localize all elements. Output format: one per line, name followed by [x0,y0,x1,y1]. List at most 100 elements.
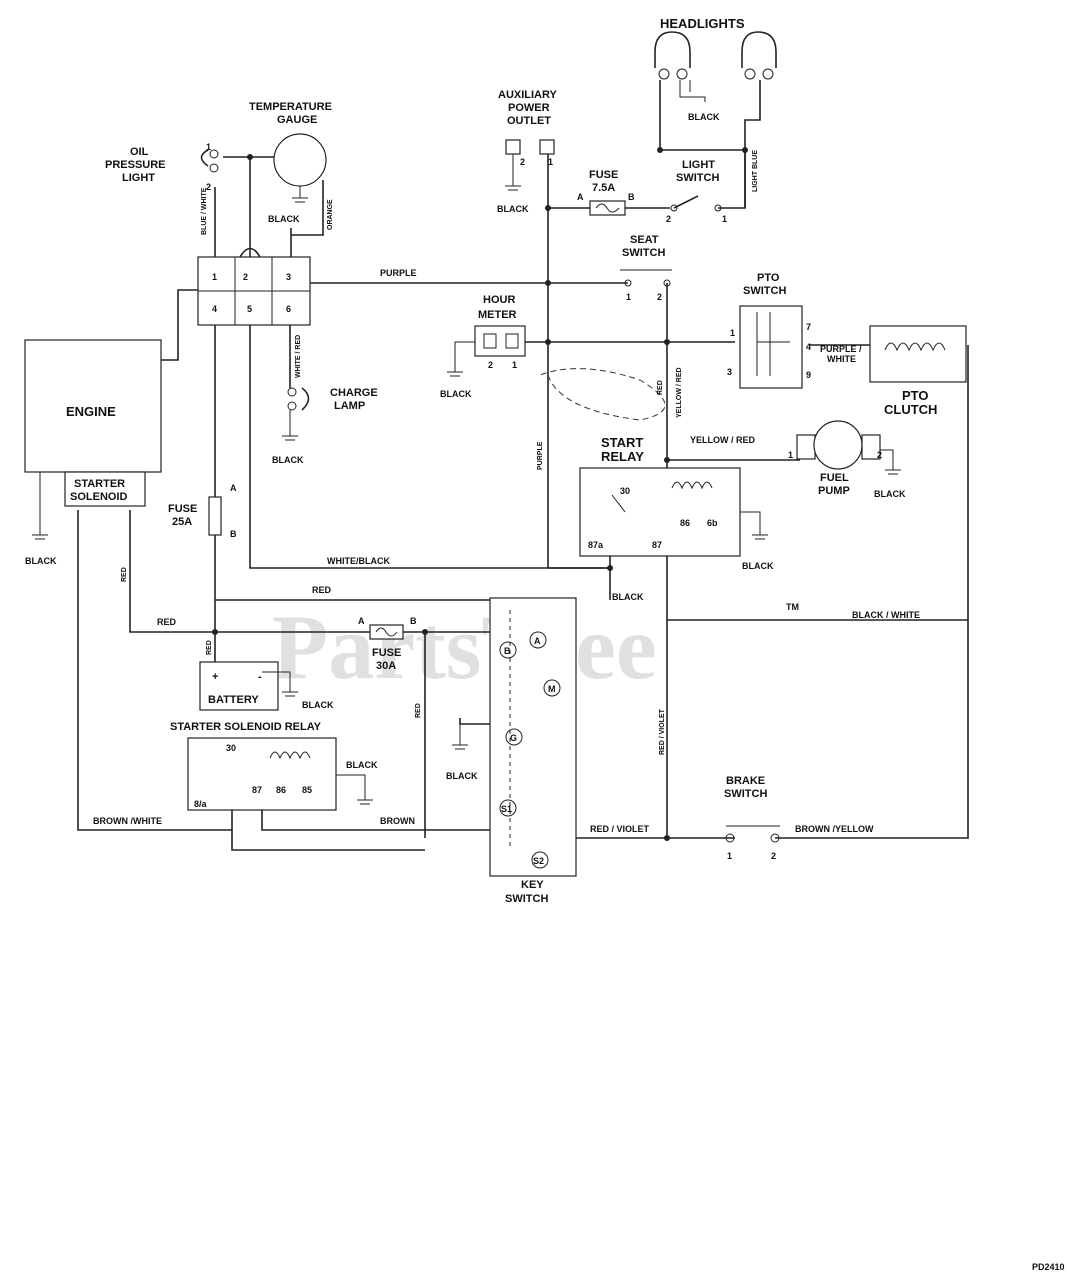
wire-label-purple-white-1: PURPLE / [820,344,862,354]
label-temp-1: TEMPERATURE [249,101,332,113]
label-charge-2: LAMP [334,400,365,412]
headlight-right [741,31,777,80]
aux-ground [505,154,521,191]
pin-light-2: 2 [666,214,671,224]
hour-ground [447,341,475,377]
wire-label-orange: ORANGE [327,199,334,230]
label-key-1: KEY [521,879,544,891]
pin-start-86: 86 [680,518,690,528]
label-lightsw-1: LIGHT [682,159,715,171]
wire-seat-pto [548,283,800,838]
start-relay-coil [671,481,713,490]
pin-srelay-87a: 8/a [194,799,208,809]
wire-aux-fuse [547,152,746,283]
light-switch-blade [673,195,699,209]
pin-oil-1: 1 [206,142,211,152]
wire-label-light-blue: LIGHT BLUE [752,150,759,192]
label-engine: ENGINE [66,404,116,419]
fuse-30a-element [375,627,398,637]
pin-seat-2: 2 [657,292,662,302]
label-aux-3: OUTLET [507,115,551,127]
fuse-25a [208,496,222,536]
pin-conn-3: 3 [286,272,291,282]
label-oil-1: OIL [130,146,149,158]
pin-start-6b: 6b [707,518,718,528]
fuse-7-5a-element [595,203,620,213]
wire-label-black-temp: BLACK [268,214,300,224]
wire-solenoid [77,510,232,831]
label-key-2: SWITCH [505,893,548,905]
light-switch-contact-2 [670,204,678,212]
wire-label-black-hl: BLACK [688,112,720,122]
label-fuse30-2: 30A [376,660,396,672]
junctions [212,147,748,841]
key-terminal-a [529,631,547,649]
hour-meter-pin-2 [483,333,497,349]
pin-fuse25-b: B [230,529,237,539]
key-ground [452,724,468,750]
wire-label-red-v-left: RED [121,567,128,582]
label-aux-2: POWER [508,102,550,114]
pin-key-b: B [504,646,511,656]
watermark: PartsTree [272,596,657,698]
wire-label-purple-white-2: WHITE [827,354,856,364]
start-relay-ground [740,511,768,540]
pin-pto-7: 7 [806,322,811,332]
wire-engine [160,289,198,361]
pin-batt-minus: - [258,671,262,683]
wire-label-black-start: BLACK [612,592,644,602]
wire-label-white-red: WHITE / RED [295,335,302,378]
wire-label-black-srelay: BLACK [346,760,378,770]
pto-clutch-coil [884,342,946,352]
pin-start-30: 30 [620,486,630,496]
pin-key-a: A [534,636,541,646]
starter-relay-ground [336,774,373,805]
wire-label-black-relay: BLACK [742,561,774,571]
temperature-gauge [273,133,327,187]
pin-fuse75-a: A [577,192,584,202]
pin-seat-1: 1 [626,292,631,302]
drawing-code: PD2410 [1032,1262,1065,1272]
fuel-pump-ground [880,449,901,475]
pto-switch-box [739,305,803,389]
starter-solenoid-relay-box [187,737,337,811]
pin-fuel-2: 2 [877,450,882,460]
pin-start-87a: 87a [588,540,604,550]
wire-label-black-fuel: BLACK [874,489,906,499]
temp-ground [292,186,308,203]
pin-pto-1: 1 [730,328,735,338]
pin-fuse75-b: B [628,192,635,202]
seat-switch-contact-1 [624,279,632,287]
wire-label-black-key: BLACK [446,771,478,781]
pin-key-s2: S2 [533,856,544,866]
pin-hour-1: 1 [512,360,517,370]
label-fuse30-1: FUSE [372,647,401,659]
label-brake-1: BRAKE [726,775,765,787]
light-switch-contact-1 [714,204,722,212]
pin-hour-2: 2 [488,360,493,370]
wire-red-violet [548,345,969,839]
label-headlights: HEADLIGHTS [660,16,745,31]
label-start-relay-1: START [601,435,643,450]
fuel-pump-connector-right [861,434,881,460]
hour-meter-pin-1 [505,333,519,349]
pin-start-87: 87 [652,540,662,550]
label-fuse75-1: FUSE [589,169,618,181]
charge-ground [282,410,298,441]
wire-label-red-v-key: RED [415,703,422,718]
pin-srelay-30: 30 [226,743,236,753]
wire-headlights [659,80,761,208]
wire-white-black [249,325,611,600]
pin-fuse25-a: A [230,483,237,493]
wire-label-red-violet-v: RED / VIOLET [659,708,666,755]
label-clutch-2: CLUTCH [884,402,937,417]
label-start-relay-2: RELAY [601,449,644,464]
label-pto-2: SWITCH [743,285,786,297]
battery-box [199,661,279,711]
label-pto-1: PTO [757,272,780,284]
key-terminal-s1 [499,799,517,817]
start-relay-box [579,467,741,557]
label-fuse75-2: 7.5A [592,182,615,194]
pin-aux-2: 2 [520,157,525,167]
